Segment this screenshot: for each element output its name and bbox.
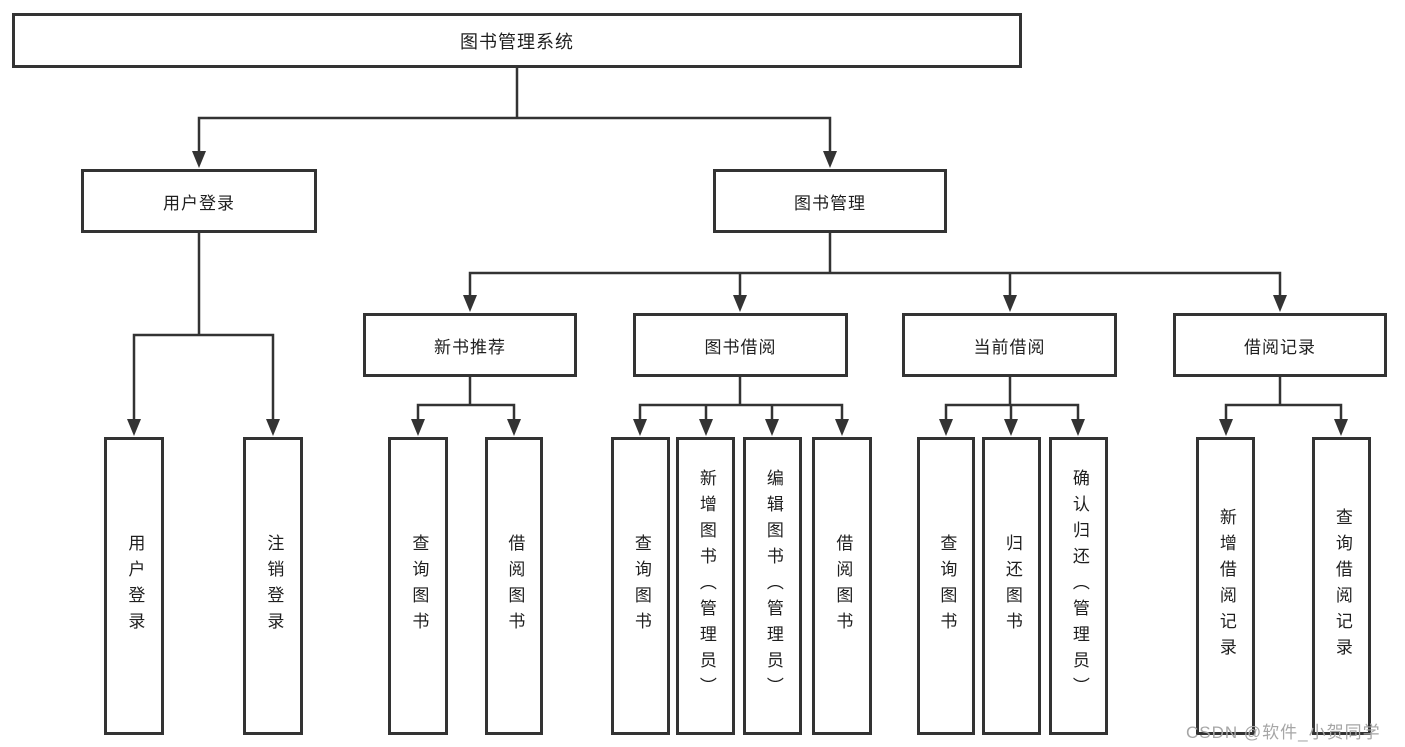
leaf-logout: 注销登录 xyxy=(243,437,303,735)
leaf-add-borrow-record: 新增借阅记录 xyxy=(1196,437,1255,735)
arrowheads xyxy=(127,151,1348,436)
node-new-book-recommendation: 新书推荐 xyxy=(363,313,577,377)
node-book-management: 图书管理 xyxy=(713,169,947,233)
node-label: 图书借阅 xyxy=(704,337,777,357)
node-user-login: 用户登录 xyxy=(81,169,317,233)
node-label: 图书管理 xyxy=(794,193,866,213)
node-current-borrowing: 当前借阅 xyxy=(902,313,1117,377)
leaf-query-borrow-record: 查询借阅记录 xyxy=(1312,437,1371,735)
leaf-user-login: 用户登录 xyxy=(104,437,164,735)
leaf-return-books: 归还图书 xyxy=(982,437,1041,735)
leaf-label: 查询借阅记录 xyxy=(1332,508,1352,664)
node-label: 用户登录 xyxy=(163,193,235,213)
node-label: 当前借阅 xyxy=(973,337,1046,357)
node-label: 新书推荐 xyxy=(434,337,506,357)
node-book-borrowing: 图书借阅 xyxy=(633,313,848,377)
node-label: 图书管理系统 xyxy=(460,31,574,52)
leaf-borrow-books: 借阅图书 xyxy=(812,437,872,735)
leaf-edit-books-admin: 编辑图书（管理员） xyxy=(743,437,802,735)
leaf-query-books-borrow: 查询图书 xyxy=(611,437,670,735)
leaf-label: 借阅图书 xyxy=(833,534,853,638)
leaf-confirm-return-admin: 确认归还（管理员） xyxy=(1049,437,1108,735)
node-library-management-system: 图书管理系统 xyxy=(12,13,1022,68)
leaf-label: 查询图书 xyxy=(631,534,651,638)
leaf-add-books-admin: 新增图书（管理员） xyxy=(676,437,735,735)
leaf-label: 确认归还（管理员） xyxy=(1069,469,1089,703)
leaf-query-books-recommend: 查询图书 xyxy=(388,437,448,735)
leaf-label: 注销登录 xyxy=(264,534,284,638)
leaf-label: 用户登录 xyxy=(125,534,145,638)
leaf-label: 查询图书 xyxy=(937,534,957,638)
leaf-label: 编辑图书（管理员） xyxy=(763,469,783,703)
leaf-label: 借阅图书 xyxy=(505,534,525,638)
leaf-label: 新增借阅记录 xyxy=(1216,508,1236,664)
leaf-label: 新增图书（管理员） xyxy=(696,469,716,703)
leaf-borrow-books-recommend: 借阅图书 xyxy=(485,437,543,735)
leaf-label: 查询图书 xyxy=(409,534,429,638)
leaf-label: 归还图书 xyxy=(1002,534,1022,638)
node-label: 借阅记录 xyxy=(1244,337,1316,357)
node-borrowing-records: 借阅记录 xyxy=(1173,313,1387,377)
leaf-query-books-current: 查询图书 xyxy=(917,437,975,735)
csdn-watermark: CSDN @软件_小贺同学 xyxy=(1186,723,1381,742)
